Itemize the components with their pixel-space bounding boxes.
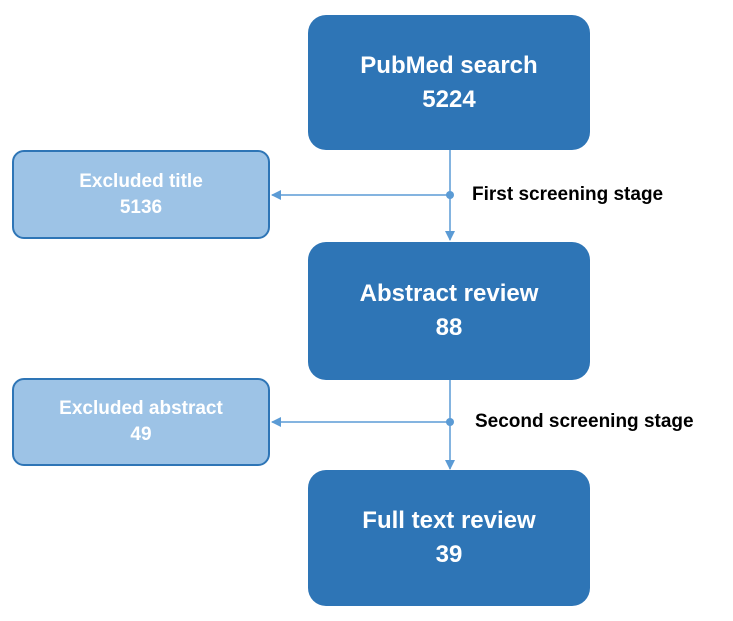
pubmed-search-box: PubMed search 5224 <box>308 15 590 150</box>
full-text-review-count: 39 <box>435 541 463 568</box>
junction-dot-first <box>446 191 454 199</box>
abstract-review-title: Abstract review <box>359 280 539 307</box>
abstract-review-box: Abstract review 88 <box>308 242 590 380</box>
excluded-title-box: Excluded title 5136 <box>12 150 270 239</box>
abstract-review-count: 88 <box>435 314 463 341</box>
pubmed-search-title: PubMed search <box>360 51 538 79</box>
excluded-title-count: 5136 <box>119 196 163 218</box>
excluded-abstract-label: Excluded abstract <box>59 398 223 419</box>
full-text-review-title: Full text review <box>362 507 536 534</box>
second-screening-stage-label: Second screening stage <box>475 411 694 432</box>
excluded-abstract-box: Excluded abstract 49 <box>12 378 270 466</box>
junction-dot-second <box>446 418 454 426</box>
excluded-abstract-count: 49 <box>130 424 152 445</box>
first-screening-stage-label: First screening stage <box>472 184 664 205</box>
excluded-title-label: Excluded title <box>79 170 203 192</box>
full-text-review-box: Full text review 39 <box>308 470 590 606</box>
pubmed-search-count: 5224 <box>422 85 476 113</box>
